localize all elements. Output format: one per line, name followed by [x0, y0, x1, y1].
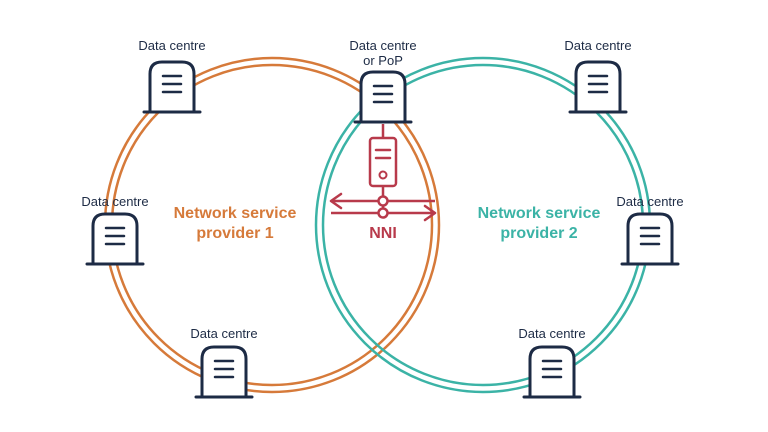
- nni-label: NNI: [369, 225, 397, 242]
- data-centre-label: Data centre: [616, 194, 683, 209]
- data-centre-label: Data centre: [518, 326, 585, 341]
- server-icon: [142, 60, 202, 114]
- data-centre-left-mid: Data centre: [81, 194, 149, 266]
- server-icon: [194, 345, 254, 399]
- nni-node-lower: [377, 207, 389, 219]
- server-icon: [353, 70, 413, 124]
- data-centre-right-top: Data centre: [564, 38, 632, 114]
- data-centre-label-line2: or PoP: [363, 53, 403, 68]
- data-centre-label: Data centre: [564, 38, 631, 53]
- nni-node-upper: [377, 195, 389, 207]
- data-centre-left-top: Data centre: [138, 38, 206, 114]
- data-centre-center: Data centre or PoP: [349, 38, 417, 124]
- data-centre-label-line1: Data centre: [349, 38, 416, 53]
- nni-connection: NNI: [329, 124, 437, 242]
- data-centre-right-mid: Data centre: [616, 194, 684, 266]
- data-centre-label: Data centre: [138, 38, 205, 53]
- provider-1-label-line2: provider 1: [196, 225, 273, 242]
- provider-1-label-line1: Network service: [174, 205, 297, 222]
- server-icon: [522, 345, 582, 399]
- data-centre-left-bottom: Data centre: [190, 326, 258, 399]
- data-centre-right-bottom: Data centre: [518, 326, 586, 399]
- server-icon: [620, 212, 680, 266]
- provider-2-label-line2: provider 2: [500, 225, 577, 242]
- data-centre-label: Data centre: [190, 326, 257, 341]
- data-centre-label: Data centre: [81, 194, 148, 209]
- server-icon: [85, 212, 145, 266]
- server-icon: [568, 60, 628, 114]
- provider-2-label-line1: Network service: [478, 205, 601, 222]
- nni-server-icon: [368, 136, 398, 188]
